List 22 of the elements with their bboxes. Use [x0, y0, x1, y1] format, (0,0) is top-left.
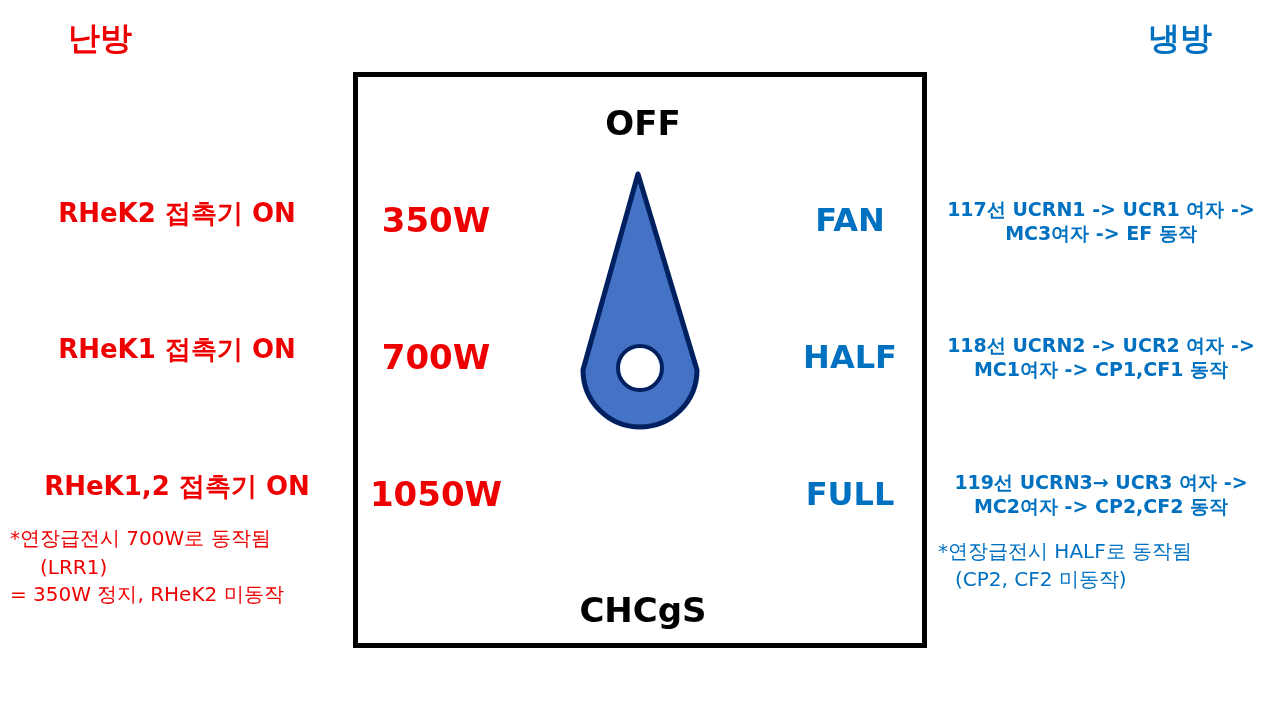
power-label: 350W	[381, 198, 491, 242]
contactor-label: RHeK2 접촉기 ON	[58, 196, 296, 230]
note-text: (LRR1)	[40, 555, 108, 579]
switch-position-label: OFF	[605, 101, 681, 145]
circuit-description: 119선 UCRN3→ UCR3 여자 -> MC2여자 -> CP2,CF2 동작	[953, 471, 1249, 519]
circuit-description: 117선 UCRN1 -> UCR1 여자 -> MC3여자 -> EF 동작	[946, 198, 1256, 246]
power-label: 1050W	[369, 472, 503, 516]
contactor-label: RHeK1,2 접촉기 ON	[44, 469, 310, 503]
note-text: *연장급전시 HALF로 동작됨	[938, 539, 1193, 563]
circuit-description: 118선 UCRN2 -> UCR2 여자 -> MC1여자 -> CP1,CF1 동작	[946, 334, 1256, 382]
note-text: (CP2, CF2 미동작)	[955, 567, 1127, 591]
power-label: 700W	[381, 335, 491, 379]
mode-label: HALF	[803, 337, 897, 377]
switch-name-label: CHCgS	[579, 588, 707, 632]
note-text: = 350W 정지, RHeK2 미동작	[10, 582, 284, 606]
heating-heading: 난방	[68, 18, 132, 58]
note-text: *연장급전시 700W로 동작됨	[10, 526, 271, 550]
mode-label: FULL	[805, 474, 895, 514]
cooling-heading: 냉방	[1148, 18, 1212, 58]
mode-label: FAN	[815, 200, 885, 240]
switch-panel	[353, 72, 927, 648]
contactor-label: RHeK1 접촉기 ON	[58, 332, 296, 366]
